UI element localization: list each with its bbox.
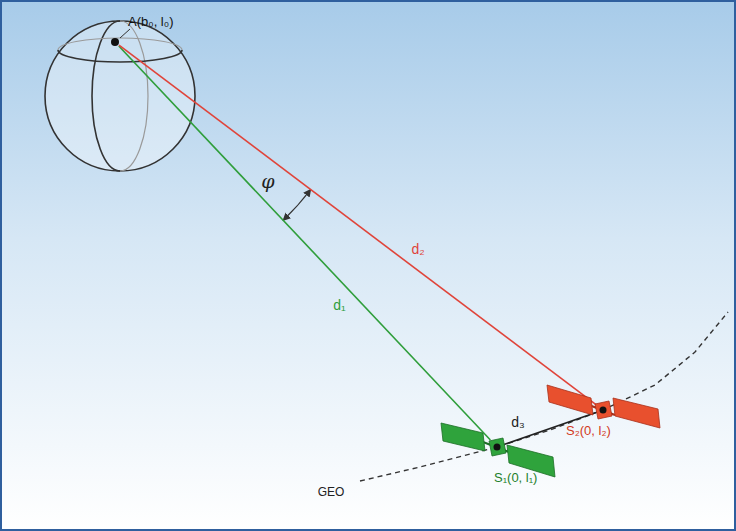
geo-orbit (360, 312, 728, 481)
distance-label: d₂ (411, 241, 424, 257)
satellite-center (494, 444, 501, 451)
satellite-body (489, 438, 506, 456)
symbol-group (111, 38, 119, 46)
globe (45, 21, 195, 171)
solar-panel (441, 423, 485, 451)
symbol-group (547, 385, 660, 428)
satellite-symbol (596, 403, 610, 417)
satellite: S₂(0, l₂) (596, 403, 610, 417)
distance-label: d₃ (511, 414, 525, 430)
angle-arc (283, 190, 310, 221)
point-symbol (111, 38, 119, 46)
ground-point: A(b₀, l₀) (111, 38, 119, 46)
node-label: S₂(0, l₂) (566, 423, 611, 439)
orbit-name: GEO (318, 486, 345, 498)
distance-line (119, 45, 596, 405)
satellite: S₁(0, l₁) (490, 440, 504, 454)
distance-label: d₁ (333, 297, 346, 313)
symbol-group (441, 423, 555, 477)
satellite-symbol (490, 440, 504, 454)
angle-symbol: φ (261, 172, 274, 191)
satellite-body (595, 401, 612, 419)
solar-panel (547, 385, 593, 415)
solar-panel (613, 398, 660, 428)
distance-line (119, 46, 491, 440)
satellite-center (600, 407, 607, 414)
node-label: A(b₀, l₀) (128, 14, 173, 30)
point-dot (111, 38, 119, 46)
node-label: S₁(0, l₁) (494, 470, 537, 486)
